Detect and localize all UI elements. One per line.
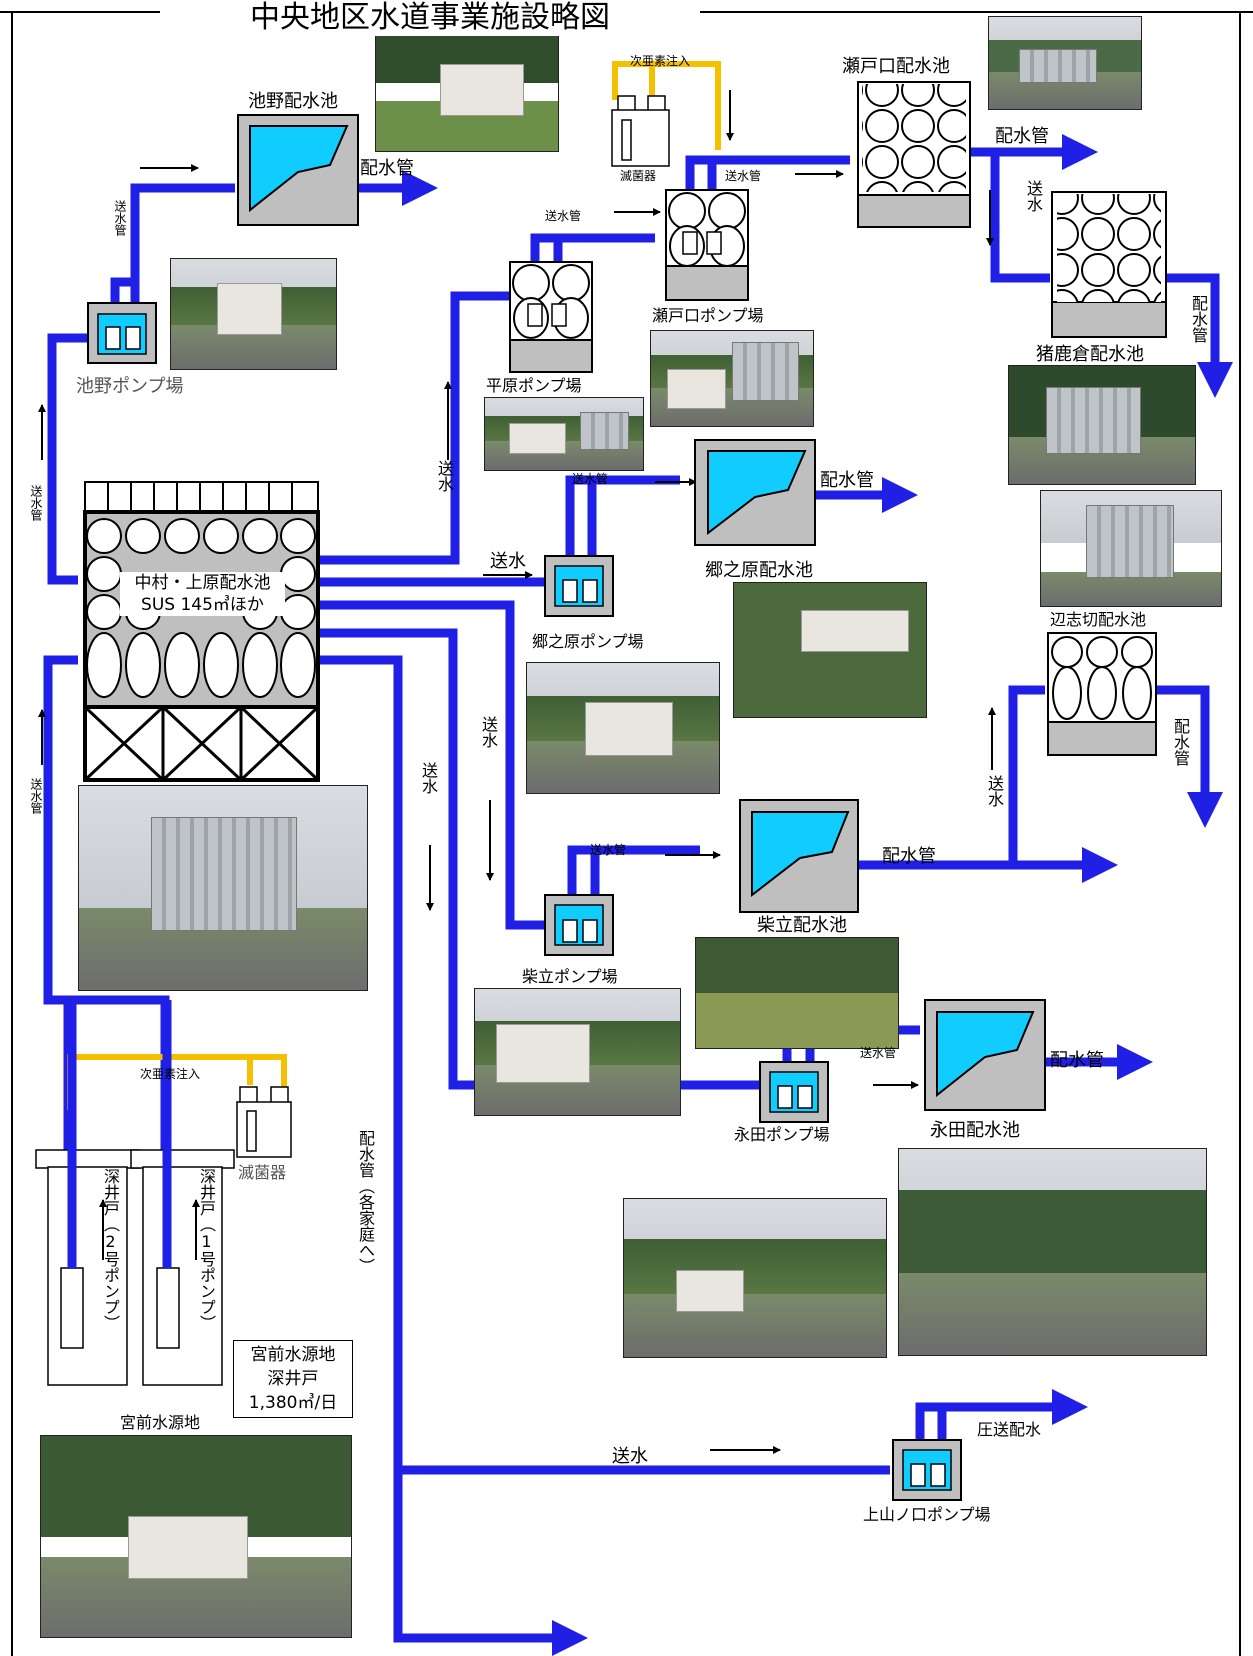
source-capacity-note: 宮前水源地 深井戸 1,380㎥/日	[233, 1340, 353, 1418]
photo-miyamae-source	[40, 1435, 352, 1638]
pipe-hesikiri-distribution	[1155, 685, 1223, 828]
miyamae-source-label: 宮前水源地	[120, 1413, 201, 1432]
setoguchi-distribution-label: 配水管	[995, 126, 1049, 147]
kamiyamanokuchi-transmission-label: 送水	[612, 1446, 648, 1467]
hesikiri-distribution-label: 配水管	[1171, 718, 1190, 766]
inokakura-distribution-label: 配水管	[1189, 295, 1208, 343]
nakamura-spec: SUS 145㎥ほか	[141, 595, 264, 615]
photo-shibatate-pump	[474, 988, 681, 1116]
inokakura-reservoir-label: 猪鹿倉配水池	[1036, 344, 1144, 365]
ikeno-reservoir-label: 池野配水池	[248, 91, 338, 112]
setoguchi-pump-label: 瀬戸口ポンプ場	[652, 306, 764, 325]
left-lower-transmission-pipe-label: 送水管	[29, 778, 43, 814]
chlorine-top-label: 次亜素注入	[630, 54, 691, 68]
photo-setoguchi-pump	[650, 330, 814, 427]
photo-hesikiri-reservoir	[1040, 490, 1222, 607]
sterilizer-top-label: 滅菌器	[620, 169, 657, 183]
pipe-to-homes	[315, 655, 588, 1656]
pipe-to-hesikiri	[1008, 685, 1045, 865]
nakamura-reservoir-tank	[83, 481, 320, 782]
ikeno-distribution-label: 配水管	[360, 158, 414, 179]
hirahara-pump-box	[509, 261, 593, 373]
hirahara-transmission-label: 送水	[435, 460, 454, 492]
kamiyamanokuchi-pump-label: 上山ノ口ポンプ場	[863, 1505, 991, 1524]
ikeno-pump-box	[87, 302, 157, 364]
ikeno-pump-label: 池野ポンプ場	[76, 376, 184, 397]
gonohara-transmission-pipe-label: 送水管	[572, 472, 609, 486]
photo-ikeno-reservoir	[375, 26, 559, 152]
pipe-to-hirahara-pump	[315, 291, 510, 565]
nagata-distribution-label: 配水管	[1050, 1050, 1104, 1071]
hesikiri-reservoir-tank	[1047, 632, 1157, 756]
photo-hirahara-pump	[484, 397, 644, 471]
shibatate-pump-label: 柴立ポンプ場	[522, 967, 618, 986]
shibatate-transmission-pipe-label: 送水管	[590, 843, 627, 857]
source-note-line1: 宮前水源地	[250, 1345, 336, 1365]
photo-nagata-reservoir	[898, 1148, 1207, 1356]
setoguchi-reservoir-tank	[857, 81, 971, 228]
gonohara-reservoir-label: 郷之原配水池	[705, 560, 813, 581]
inokakura-reservoir-tank	[1051, 191, 1167, 338]
setoguchi-transmission-pipe-label: 送水管	[725, 169, 762, 183]
photo-gonohara-pump	[526, 662, 720, 794]
shibatate-reservoir-label: 柴立配水池	[757, 915, 847, 936]
photo-inokakura-reservoir	[1008, 365, 1196, 485]
nakamura-reservoir-label: 中村・上原配水池 SUS 145㎥ほか	[120, 572, 285, 616]
hirahara-transmission-pipe-label: 送水管	[545, 209, 582, 223]
well-2-label: 深井戸（2号ポンプ）	[101, 1168, 120, 1331]
nagata-transmission-label: 送水	[419, 762, 438, 794]
photo-nagata-pump	[623, 1198, 887, 1358]
pressure-distribution-label: 圧送配水	[977, 1420, 1042, 1439]
photo-ikeno-pump	[170, 258, 337, 370]
shibatate-distribution-label: 配水管	[882, 846, 936, 867]
home-distribution-label: 配水管（各家庭へ）	[356, 1130, 375, 1274]
kamiyamanokuchi-pump-box	[892, 1439, 962, 1501]
hesikiri-reservoir-label: 辺志切配水池	[1050, 610, 1147, 629]
left-upper-transmission-pipe-label: 送水管	[29, 485, 43, 521]
photo-nakamura-reservoir	[78, 785, 368, 991]
gonohara-transmission-label: 送水	[490, 551, 526, 572]
nagata-transmission-pipe-label: 送水管	[860, 1046, 897, 1060]
nagata-reservoir-tank	[924, 999, 1046, 1111]
photo-shibatate-reservoir	[695, 937, 899, 1049]
setoguchi-pump-box	[665, 189, 749, 301]
ikeno-reservoir-tank	[237, 114, 359, 226]
gonohara-distribution-label: 配水管	[820, 470, 874, 491]
sterilizer-top	[611, 95, 670, 167]
ikeno-transmission-pipe-label: 送水管	[113, 200, 127, 236]
well-1-label: 深井戸（1号ポンプ）	[197, 1168, 216, 1331]
photo-gonohara-reservoir	[733, 582, 927, 718]
chlorine-bottom-label: 次亜素注入	[140, 1067, 201, 1081]
gonohara-reservoir-tank	[694, 439, 816, 546]
gonohara-pump-label: 郷之原ポンプ場	[532, 632, 644, 651]
shibatate-reservoir-tank	[739, 799, 859, 913]
sterilizer-bottom	[236, 1086, 292, 1158]
source-note-line2: 深井戸	[267, 1369, 319, 1389]
nagata-reservoir-label: 永田配水池	[930, 1120, 1020, 1141]
sterilizer-bottom-label: 滅菌器	[238, 1163, 287, 1182]
well-1-structure	[130, 1149, 235, 1386]
page-title: 中央地区水道事業施設略図	[170, 0, 690, 36]
nagata-pump-box	[759, 1061, 829, 1123]
shibatate-pump-box	[544, 894, 614, 956]
pipe-to-inokakura	[990, 152, 1050, 283]
hirahara-pump-label: 平原ポンプ場	[486, 376, 582, 395]
source-note-line3: 1,380㎥/日	[248, 1393, 338, 1413]
pipe-inokakura-distribution	[1155, 273, 1233, 398]
shibatate-transmission-label: 送水	[479, 716, 498, 748]
nakamura-name: 中村・上原配水池	[134, 573, 271, 593]
pipe-to-shibatate-pump	[315, 600, 560, 930]
photo-setoguchi-reservoir	[988, 16, 1142, 110]
pipe-to-ikeno-pump	[47, 333, 98, 585]
well-2-structure	[35, 1149, 140, 1386]
hesikiri-transmission-label: 送水	[985, 775, 1004, 807]
gonohara-pump-box	[544, 555, 614, 617]
outer-frame	[0, 11, 1253, 1656]
inokakura-transmission-label: 送水	[1024, 180, 1043, 212]
setoguchi-reservoir-label: 瀬戸口配水池	[842, 56, 950, 77]
flow-arrows	[38, 90, 996, 1454]
nagata-pump-label: 永田ポンプ場	[734, 1125, 830, 1144]
